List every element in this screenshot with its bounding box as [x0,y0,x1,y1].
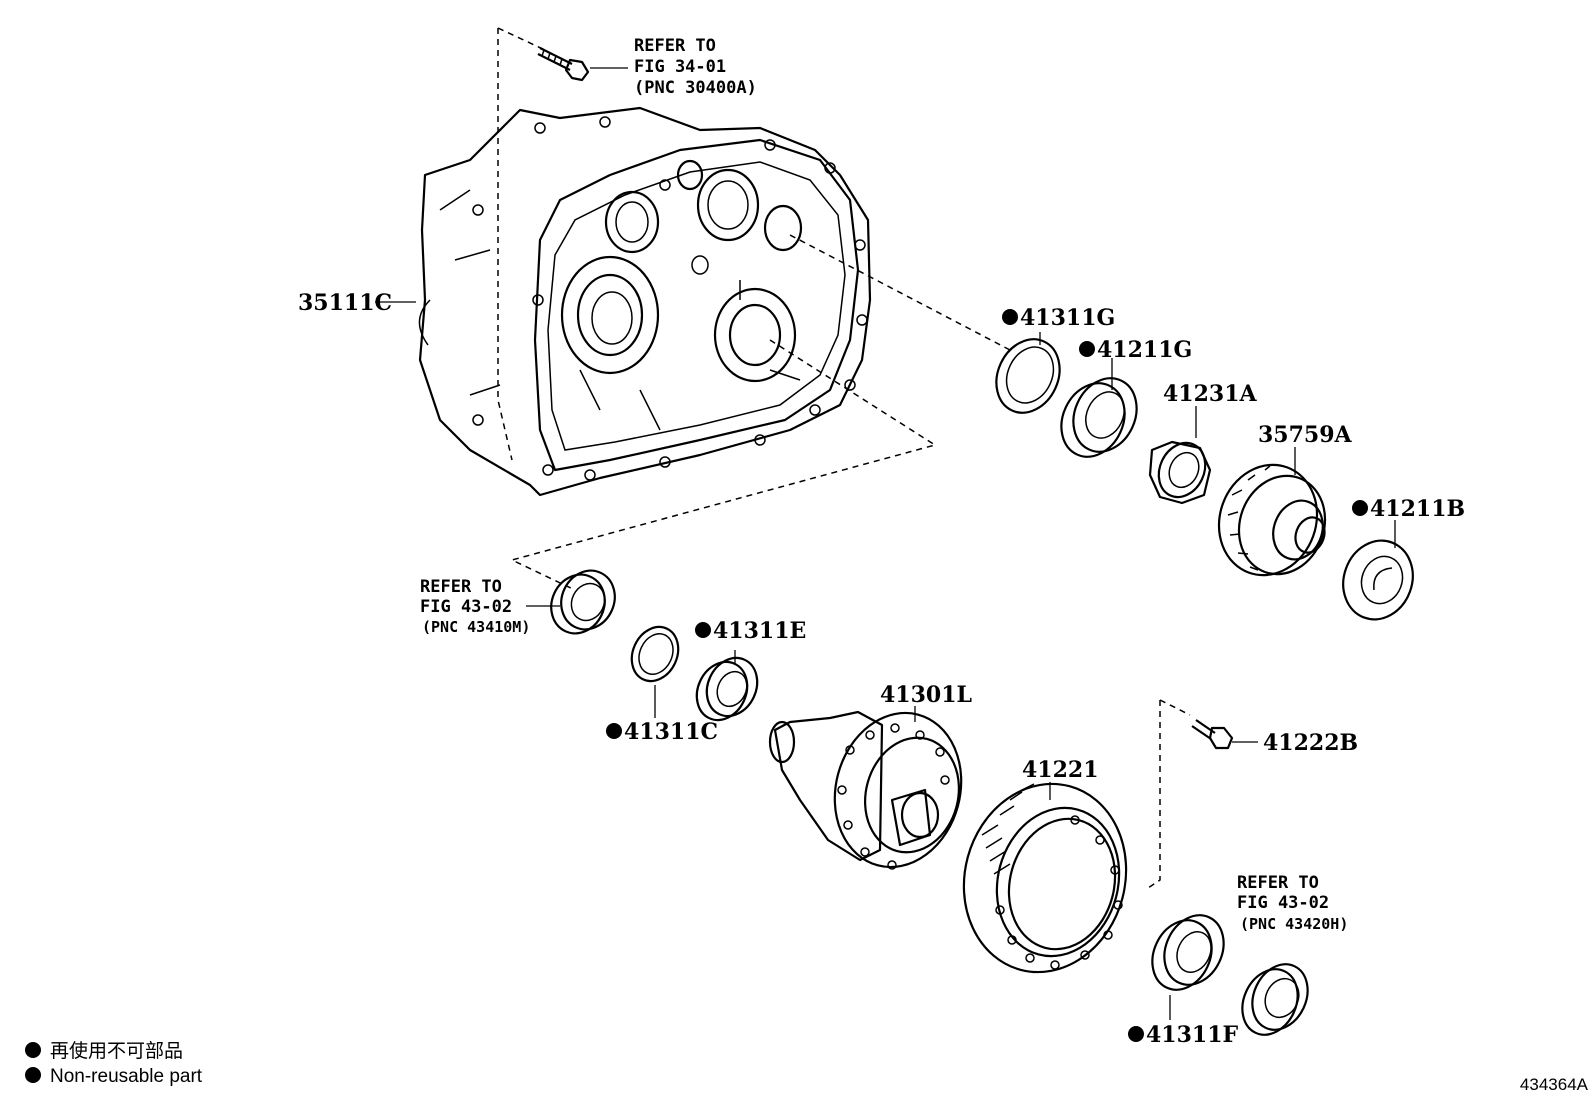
part-label-35111c: 35111C [298,290,392,316]
ring-gear-41221-drawing [962,782,1128,974]
part-label-41211g: 41211G [1097,337,1192,363]
ref-top-line3: (PNC 30400A) [634,78,757,98]
non-reusable-marker [1002,309,1018,325]
bolt-41222b-drawing [1191,719,1234,750]
bearing-41311f-drawing [1151,914,1225,991]
guide-lines [497,27,1191,891]
differential-case-41301l-drawing [768,710,963,870]
bearing-41311e-drawing [695,656,759,722]
transaxle-case-drawing [418,106,872,497]
ref-bottom-line2: FIG 43-02 [1237,893,1329,913]
non-reusable-marker [695,622,711,638]
legend-dot-icon [25,1067,41,1083]
legend-text-ja: 再使用不可部品 [50,1040,183,1062]
bearing-41211g-drawing [1060,377,1138,458]
part-label-41311e: 41311E [713,618,806,644]
leader-lines [375,67,1396,1020]
part-label-41301l: 41301L [880,682,972,708]
ref-mid-line3: (PNC 43410M) [422,618,530,636]
part-label-41221: 41221 [1022,757,1099,783]
ref-bottom-line3: (PNC 43420H) [1240,915,1348,933]
non-reusable-marker [1352,500,1368,516]
bearing-41211b-drawing [1342,539,1414,621]
legend-dot-icon [25,1042,41,1058]
ref-top-line2: FIG 34-01 [634,57,726,77]
race-41231a-drawing [1148,440,1212,505]
ref-mid-line2: FIG 43-02 [420,597,512,617]
ref-bottom-line1: REFER TO [1237,873,1319,893]
part-label-41231a: 41231A [1163,381,1258,407]
part-label-41211b: 41211B [1370,496,1465,522]
part-label-41311g: 41311G [1020,305,1115,331]
ref-top-line1: REFER TO [634,36,716,56]
non-reusable-marker [606,723,622,739]
gear-35759a-drawing [1217,463,1327,577]
seal-43410m-drawing [550,569,616,635]
legend-text-en: Non-reusable part [50,1066,203,1087]
ref-mid-line1: REFER TO [420,577,502,597]
non-reusable-marker [1128,1026,1144,1042]
legend: 再使用不可部品 Non-reusable part [25,1040,203,1087]
part-label-41311c: 41311C [624,719,718,745]
non-reusable-marker [1079,341,1095,357]
oil-seal-41311g-drawing [995,338,1061,414]
diagram-id: 434364A [1520,1075,1589,1094]
part-label-35759a: 35759A [1258,422,1353,448]
part-label-41311f: 41311F [1146,1022,1239,1048]
part-label-41222b: 41222B [1263,730,1358,756]
shim-41311c-drawing [630,625,680,683]
case-bolt-drawing [537,47,590,82]
seal-43420h-drawing [1241,963,1309,1036]
